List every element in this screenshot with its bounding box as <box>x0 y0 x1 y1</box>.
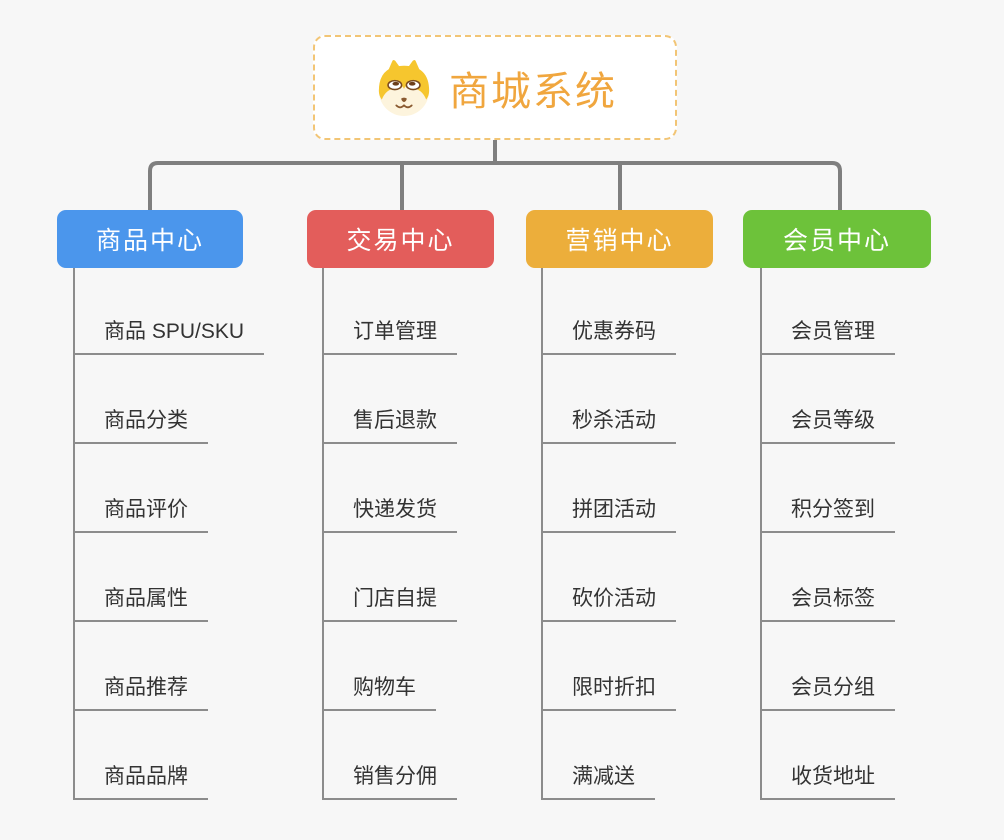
branch-trunk-line <box>760 268 762 800</box>
child-node[interactable]: 会员分组 <box>760 673 895 711</box>
child-node[interactable]: 商品评价 <box>73 495 208 533</box>
child-node[interactable]: 快递发货 <box>322 495 457 533</box>
branch-label: 商品中心 <box>95 227 204 255</box>
child-node[interactable]: 满减送 <box>541 762 655 800</box>
child-node[interactable]: 商品推荐 <box>73 673 208 711</box>
branch-trunk-line <box>322 268 324 800</box>
child-node[interactable]: 商品 SPU/SKU <box>73 317 265 355</box>
root-title: 商城系统 <box>449 69 617 114</box>
child-node[interactable]: 商品属性 <box>73 584 208 622</box>
branch-trunk-line <box>541 268 543 800</box>
branch-label: 营销中心 <box>565 227 674 255</box>
branch-node-marketing-center[interactable]: 营销中心 <box>526 210 713 268</box>
child-node[interactable]: 购物车 <box>322 673 436 711</box>
branch-node-product-center[interactable]: 商品中心 <box>57 210 243 268</box>
branch-node-trade-center[interactable]: 交易中心 <box>307 210 494 268</box>
child-node[interactable]: 会员等级 <box>760 406 895 444</box>
child-node[interactable]: 订单管理 <box>322 317 457 355</box>
child-node[interactable]: 拼团活动 <box>541 495 676 533</box>
child-node[interactable]: 销售分佣 <box>322 762 457 800</box>
child-node[interactable]: 会员管理 <box>760 317 895 355</box>
child-node[interactable]: 商品品牌 <box>73 762 208 800</box>
child-node[interactable]: 秒杀活动 <box>541 406 676 444</box>
child-node[interactable]: 积分签到 <box>760 495 895 533</box>
branch-label: 会员中心 <box>782 227 891 255</box>
branch-node-member-center[interactable]: 会员中心 <box>743 210 931 268</box>
root-node[interactable]: 商城系统 <box>313 35 677 140</box>
child-node[interactable]: 商品分类 <box>73 406 208 444</box>
child-node[interactable]: 限时折扣 <box>541 673 676 711</box>
branch-label: 交易中心 <box>346 227 455 255</box>
child-node[interactable]: 会员标签 <box>760 584 895 622</box>
child-node[interactable]: 优惠券码 <box>541 317 676 355</box>
child-node[interactable]: 收货地址 <box>760 762 895 800</box>
child-node[interactable]: 门店自提 <box>322 584 457 622</box>
child-node[interactable]: 售后退款 <box>322 406 457 444</box>
child-node[interactable]: 砍价活动 <box>541 584 676 622</box>
shiba-dog-icon <box>378 59 430 116</box>
branch-trunk-line <box>73 268 75 800</box>
